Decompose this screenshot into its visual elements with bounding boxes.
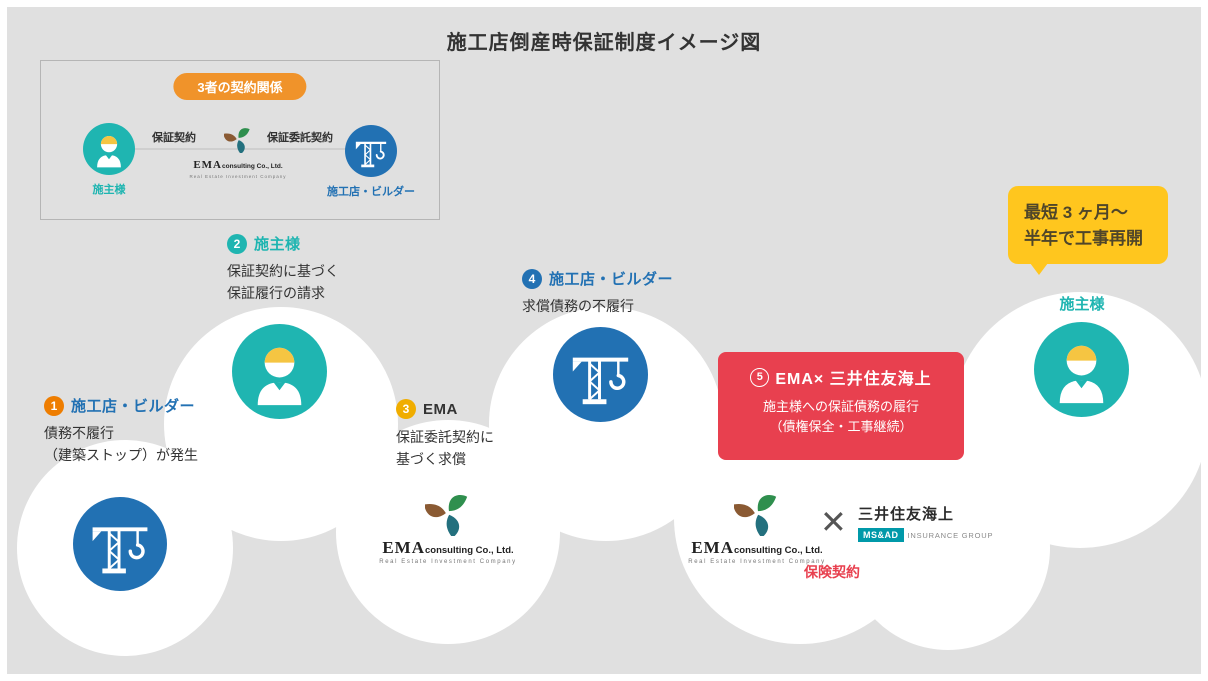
result-badge-tail bbox=[1030, 263, 1048, 275]
contract-relationship-box: 3者の契約関係 施主様 保証契約 EMAconsulting Co., Ltd.… bbox=[40, 60, 440, 220]
consignment-contract-label: 保証委託契約 bbox=[267, 132, 333, 144]
ema-logo-step3: EMAconsulting Co., Ltd. Real Estate Inve… bbox=[368, 490, 528, 565]
crane-icon bbox=[345, 125, 397, 177]
ema-logo-text: EMAconsulting Co., Ltd. bbox=[691, 539, 822, 557]
guarantee-contract-label: 保証契約 bbox=[152, 132, 196, 144]
insurance-contract-label: 保険契約 bbox=[804, 564, 860, 580]
step2-description: 保証契約に基づく 保証履行の請求 bbox=[227, 261, 339, 304]
step1-number-badge: 1 bbox=[44, 395, 64, 416]
ema-logo-tagline: Real Estate Investment Company bbox=[688, 559, 826, 565]
step4-heading: 4 施工店・ビルダー bbox=[522, 268, 673, 289]
person-icon bbox=[232, 324, 327, 419]
result-line1: 最短 3 ヶ月〜 bbox=[1024, 203, 1128, 222]
contract-builder-node: 施工店・ビルダー bbox=[326, 125, 416, 199]
ema-logo-name: EMA bbox=[382, 538, 425, 557]
person-icon bbox=[83, 123, 135, 175]
msad-brand-row: MS&AD INSURANCE GROUP bbox=[858, 528, 993, 542]
ema-logo-small: EMAconsulting Co., Ltd. Real Estate Inve… bbox=[183, 125, 293, 179]
step2-number-badge: 2 bbox=[227, 233, 247, 254]
ema-swirl-icon bbox=[734, 490, 780, 536]
multiply-icon: ✕ bbox=[820, 504, 847, 540]
step1-line1: 債務不履行 bbox=[44, 425, 114, 441]
ema-swirl-icon bbox=[425, 490, 471, 536]
ema-logo-name: EMA bbox=[691, 538, 734, 557]
step5-box: 5 EMA× 三井住友海上 施主様への保証債務の履行 （債権保全・工事継続） bbox=[718, 352, 964, 460]
result-badge: 最短 3 ヶ月〜 半年で工事再開 bbox=[1008, 186, 1168, 275]
step5-line1: 施主様への保証債務の履行 bbox=[762, 399, 919, 414]
ema-logo-tagline: Real Estate Investment Company bbox=[379, 559, 517, 565]
result-line2: 半年で工事再開 bbox=[1024, 229, 1143, 249]
page-title: 施工店倒産時保証制度イメージ図 bbox=[446, 32, 762, 54]
ema-logo-suffix: consulting Co., Ltd. bbox=[222, 163, 283, 170]
contract-owner-node: 施主様 bbox=[69, 123, 149, 197]
step5-heading: 5 EMA× 三井住友海上 bbox=[718, 365, 964, 389]
contract-owner-label: 施主様 bbox=[92, 184, 126, 196]
ema-logo-suffix: consulting Co., Ltd. bbox=[425, 545, 514, 556]
ema-swirl-icon bbox=[224, 125, 252, 153]
final-owner-label: 施主様 bbox=[1059, 296, 1105, 313]
step5-description: 施主様への保証債務の履行 （債権保全・工事継続） bbox=[718, 397, 964, 436]
ema-logo-text: EMAconsulting Co., Ltd. bbox=[193, 156, 282, 172]
step1-title: 施工店・ビルダー bbox=[71, 398, 196, 415]
ema-logo-text: EMAconsulting Co., Ltd. bbox=[382, 539, 513, 557]
step2-title: 施主様 bbox=[254, 236, 301, 253]
step2-line1: 保証契約に基づく bbox=[227, 263, 339, 279]
msad-group-label: INSURANCE GROUP bbox=[907, 530, 994, 540]
step4-title: 施工店・ビルダー bbox=[549, 271, 674, 288]
step4-line1: 求償債務の不履行 bbox=[522, 298, 634, 314]
step3-heading: 3 EMA bbox=[396, 399, 458, 419]
step5-number-badge: 5 bbox=[750, 367, 770, 387]
step3-line1: 保証委託契約に bbox=[396, 429, 494, 445]
step2-heading: 2 施主様 bbox=[227, 233, 301, 254]
ema-logo-name: EMA bbox=[193, 159, 222, 171]
step3-line2: 基づく求償 bbox=[396, 450, 466, 467]
contract-builder-label: 施工店・ビルダー bbox=[327, 186, 415, 198]
msad-logo: 三井住友海上 MS&AD INSURANCE GROUP bbox=[858, 503, 993, 542]
msad-brand-badge: MS&AD bbox=[858, 528, 904, 542]
step5-title: EMA× 三井住友海上 bbox=[775, 371, 932, 388]
step1-description: 債務不履行 （建築ストップ）が発生 bbox=[44, 423, 198, 466]
person-icon bbox=[1034, 322, 1129, 417]
step3-description: 保証委託契約に 基づく求償 bbox=[396, 427, 494, 470]
ema-logo-step5: EMAconsulting Co., Ltd. Real Estate Inve… bbox=[677, 490, 837, 565]
step4-number-badge: 4 bbox=[522, 268, 542, 289]
ema-logo-suffix: consulting Co., Ltd. bbox=[734, 545, 823, 556]
step4-description: 求償債務の不履行 bbox=[522, 296, 634, 318]
step3-number-badge: 3 bbox=[396, 399, 416, 419]
step3-title: EMA bbox=[423, 400, 458, 418]
crane-icon bbox=[553, 327, 648, 422]
msad-company-name: 三井住友海上 bbox=[858, 506, 955, 523]
step2-line2: 保証履行の請求 bbox=[227, 284, 325, 301]
step1-line2: （建築ストップ）が発生 bbox=[44, 446, 198, 463]
crane-icon bbox=[73, 497, 167, 591]
step1-heading: 1 施工店・ビルダー bbox=[44, 395, 195, 416]
contract-relationship-badge: 3者の契約関係 bbox=[173, 73, 307, 100]
step5-line2: （債権保全・工事継続） bbox=[769, 418, 913, 434]
ema-logo-tagline: Real Estate Investment Company bbox=[189, 174, 287, 179]
